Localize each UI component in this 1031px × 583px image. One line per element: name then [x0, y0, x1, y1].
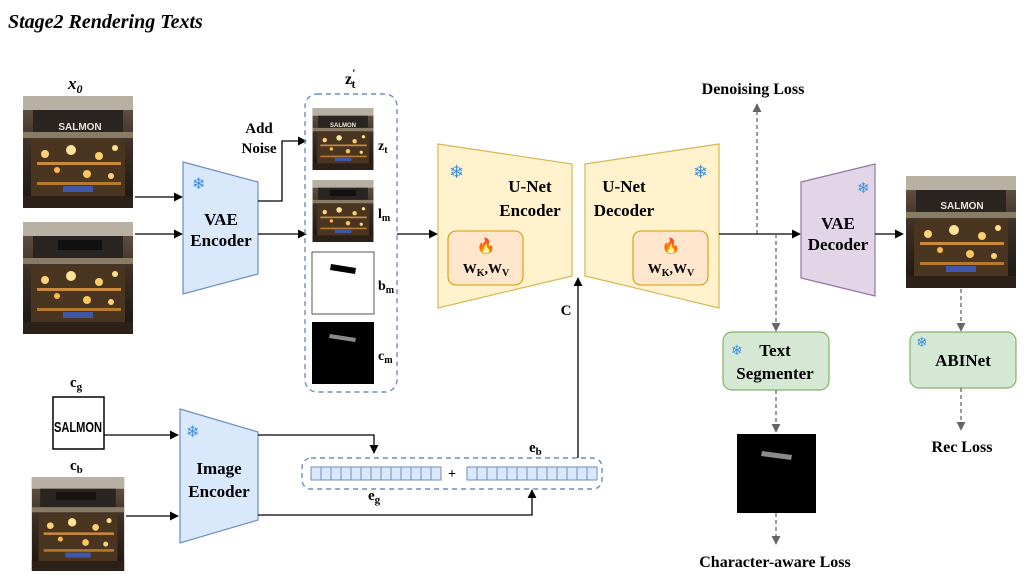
snowflake-icon: ❄ — [186, 424, 199, 441]
embedding-cell — [586, 466, 598, 481]
embedding-cell — [526, 466, 538, 481]
character-aware-loss-label: Character-aware Loss — [699, 554, 851, 571]
embedding-cell — [546, 466, 558, 481]
snowflake-icon: ❄ — [857, 181, 870, 197]
diagram-title: Stage2 Rendering Texts — [8, 11, 203, 33]
bm-label: bm — [378, 279, 395, 296]
embedding-cell — [410, 466, 422, 481]
vae-encoder-label-2: Encoder — [190, 231, 252, 250]
image-encoder-label-2: Encoder — [188, 482, 250, 501]
svg-text:SALMON: SALMON — [940, 201, 983, 212]
embedding-cell — [466, 466, 478, 481]
embedding-cell — [536, 466, 548, 481]
unet-decoder-label-1: U-Net — [602, 177, 646, 196]
snowflake-icon: ❄ — [693, 162, 708, 182]
embedding-cell — [420, 466, 432, 481]
encoder-cross-attention-box — [447, 230, 524, 286]
text-segmenter-label-2: Segmenter — [736, 364, 814, 383]
abinet-label: ABINet — [935, 351, 991, 370]
embedding-cell — [556, 466, 568, 481]
embedding-cell — [330, 466, 342, 481]
abinet-block: ❄ ABINet — [909, 331, 1017, 389]
image-encoder-block: ❄ Image Encoder — [179, 408, 259, 544]
snowflake-icon: ❄ — [192, 176, 205, 193]
eg-label: eg — [368, 488, 381, 506]
lm-label: lm — [378, 207, 391, 224]
reconstructed-image: SALMON — [906, 176, 1016, 288]
embedding-cell — [566, 466, 578, 481]
fire-icon: 🔥 — [477, 237, 496, 255]
embedding-cell — [516, 466, 528, 481]
embedding-cell — [430, 466, 442, 481]
denoising-loss-label: Denoising Loss — [702, 81, 805, 98]
image-encoder-label-1: Image — [196, 459, 242, 478]
latent-concat-group — [304, 93, 398, 393]
text-mask-bar — [58, 240, 102, 250]
vae-encoder-label-1: VAE — [204, 210, 238, 229]
vae-encoder-block: ❄ VAE Encoder — [182, 161, 259, 295]
embedding-cell — [380, 466, 392, 481]
snowflake-icon: ❄ — [916, 336, 928, 351]
embedding-plus-sign: + — [448, 467, 456, 482]
masked-storefront-image — [23, 222, 133, 334]
vae-decoder-block: ❄ VAE Decoder — [800, 163, 876, 297]
embedding-cell — [340, 466, 352, 481]
rec-loss-label: Rec Loss — [932, 439, 993, 456]
embedding-cell — [476, 466, 488, 481]
vae-decoder-label-1: VAE — [821, 214, 855, 233]
cg-glyph-image: SALMON — [52, 396, 105, 450]
embedding-cell — [486, 466, 498, 481]
embedding-cell — [576, 466, 588, 481]
cg-glyph-text: SALMON — [54, 419, 102, 436]
unet-decoder-block: ❄ U-Net Decoder 🔥 WK,WV — [584, 143, 720, 309]
cm-char-mask-image — [312, 322, 374, 384]
decoder-weights-label: WK,WV — [648, 262, 695, 279]
snowflake-icon: ❄ — [449, 162, 464, 182]
zt-label: zt — [378, 139, 388, 156]
lm-masked-image — [312, 180, 374, 242]
snowflake-icon: ❄ — [731, 344, 743, 359]
cm-label: cm — [378, 349, 393, 366]
unet-encoder-label-1: U-Net — [508, 177, 552, 196]
embedding-cell — [370, 466, 382, 481]
bm-mask-image — [311, 251, 375, 315]
cb-background-image — [31, 477, 125, 571]
zt-latent-image: SALMON — [312, 108, 374, 170]
unet-decoder-label-2: Decoder — [594, 201, 655, 220]
embedding-cell — [390, 466, 402, 481]
encoder-weights-label: WK,WV — [463, 262, 510, 279]
x0-storefront-image: SALMON — [23, 96, 133, 208]
vae-decoder-label-2: Decoder — [808, 235, 869, 254]
x0-label: x0 — [67, 74, 83, 96]
cg-label: cg — [70, 375, 83, 393]
cb-label: cb — [70, 458, 83, 476]
embedding-cell — [360, 466, 372, 481]
embedding-cell — [350, 466, 362, 481]
add-noise-label-1: Add — [245, 121, 273, 137]
embedding-cell — [400, 466, 412, 481]
text-segmenter-block: ❄ Text Segmenter — [722, 331, 830, 391]
embedding-cell — [320, 466, 332, 481]
add-noise-label-2: Noise — [242, 141, 277, 157]
embedding-cell — [310, 466, 322, 481]
unet-encoder-block: ❄ U-Net Encoder 🔥 WK,WV — [437, 143, 573, 309]
embedding-cell — [496, 466, 508, 481]
svg-text:SALMON: SALMON — [330, 123, 356, 129]
storefront-sign-text: SALMON — [58, 122, 101, 133]
text-segmenter-label-1: Text — [759, 341, 791, 360]
decoder-cross-attention-box — [632, 230, 709, 286]
fire-icon: 🔥 — [662, 237, 681, 255]
embedding-concat-group — [301, 457, 603, 490]
unet-encoder-label-2: Encoder — [499, 201, 561, 220]
zt-prime-label: z't — [345, 66, 355, 91]
eb-embedding-vector — [466, 466, 598, 481]
eg-embedding-vector — [310, 466, 442, 481]
segmentation-mask-output — [737, 434, 816, 513]
condition-c-label: C — [561, 303, 572, 319]
embedding-cell — [506, 466, 518, 481]
eb-label: eb — [529, 440, 542, 458]
